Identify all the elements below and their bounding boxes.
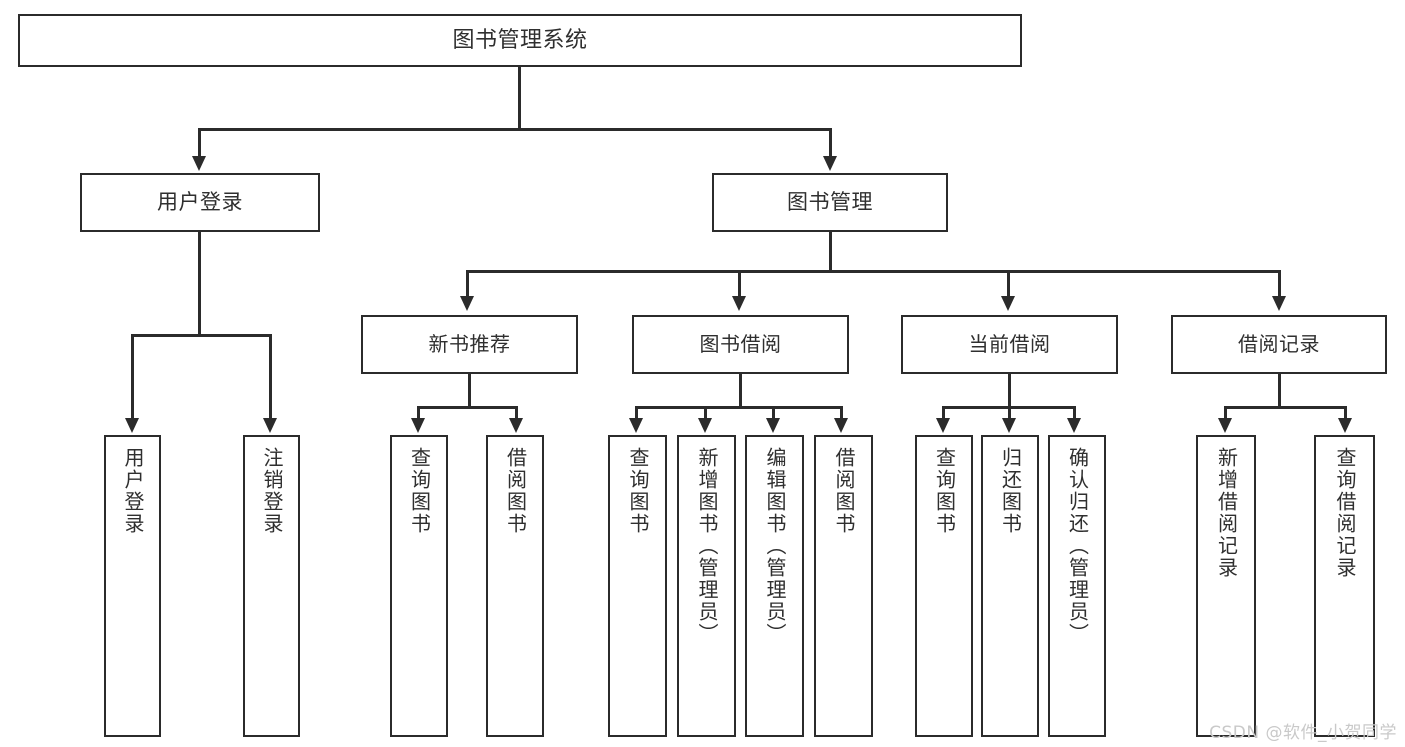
arrowhead-book-borrow xyxy=(732,296,746,311)
connector-bm-drop-2 xyxy=(738,270,741,298)
connector-bookborrow-bus xyxy=(635,406,843,409)
node-label: 借阅记录 xyxy=(1238,332,1320,356)
arrowhead-current-borrow xyxy=(1001,296,1015,311)
arrowhead-bb-add-book xyxy=(698,418,712,433)
connector-curborrow-stem xyxy=(1008,374,1011,408)
connector-nb-drop-1 xyxy=(417,406,420,418)
connector-bookmanage-bus xyxy=(466,270,1281,273)
arrowhead-book-manage xyxy=(823,156,837,171)
connector-br-drop-2 xyxy=(1344,406,1347,418)
leaf-label: 归还图书 xyxy=(998,447,1023,535)
leaf-user-login[interactable]: 用户登录 xyxy=(104,435,161,737)
connector-borrowrec-bus xyxy=(1224,406,1347,409)
leaf-label: 查询借阅记录 xyxy=(1333,447,1357,579)
connector-borrowrec-stem xyxy=(1278,374,1281,408)
node-system-root[interactable]: 图书管理系统 xyxy=(18,14,1022,67)
leaf-borrow-edit-book-admin[interactable]: 编辑图书（管理员） xyxy=(745,435,804,737)
connector-br-drop-1 xyxy=(1224,406,1227,418)
leaf-label: 用户登录 xyxy=(121,447,145,535)
arrowhead-nb-borrow-book xyxy=(509,418,523,433)
leaf-record-query-borrow-record[interactable]: 查询借阅记录 xyxy=(1314,435,1375,737)
connector-bb-drop-4 xyxy=(840,406,843,418)
connector-newbook-stem xyxy=(468,374,471,408)
leaf-label: 编辑图书（管理员） xyxy=(763,447,787,645)
leaf-label: 新增图书（管理员） xyxy=(695,447,719,645)
connector-bm-drop-3 xyxy=(1007,270,1010,298)
connector-userlogin-bus xyxy=(131,334,272,337)
node-label: 新书推荐 xyxy=(428,332,511,356)
node-borrow-record[interactable]: 借阅记录 xyxy=(1171,315,1387,374)
leaf-record-add-borrow-record[interactable]: 新增借阅记录 xyxy=(1196,435,1256,737)
arrowhead-bb-query-book xyxy=(629,418,643,433)
leaf-borrow-add-book-admin[interactable]: 新增图书（管理员） xyxy=(677,435,736,737)
connector-bb-drop-2 xyxy=(704,406,707,418)
connector-cb-drop-1 xyxy=(942,406,945,418)
arrowhead-cb-confirm xyxy=(1067,418,1081,433)
leaf-borrow-borrow-book[interactable]: 借阅图书 xyxy=(814,435,873,737)
leaf-label: 确认归还（管理员） xyxy=(1065,447,1090,645)
leaf-label: 查询图书 xyxy=(626,447,650,535)
leaf-current-query-book[interactable]: 查询图书 xyxy=(915,435,973,737)
node-label: 图书管理 xyxy=(787,190,873,215)
leaf-newbook-borrow-book[interactable]: 借阅图书 xyxy=(486,435,544,737)
connector-userlogin-drop-2 xyxy=(269,334,272,418)
leaf-label: 查询图书 xyxy=(407,447,432,535)
leaf-label: 借阅图书 xyxy=(503,447,528,535)
arrowhead-bb-borrow-book xyxy=(834,418,848,433)
node-book-management[interactable]: 图书管理 xyxy=(712,173,948,232)
connector-bm-drop-4 xyxy=(1278,270,1281,298)
node-book-borrow[interactable]: 图书借阅 xyxy=(632,315,849,374)
leaf-borrow-query-book[interactable]: 查询图书 xyxy=(608,435,667,737)
arrowhead-borrow-record xyxy=(1272,296,1286,311)
arrowhead-br-add-record xyxy=(1218,418,1232,433)
leaf-label: 新增借阅记录 xyxy=(1214,447,1239,579)
arrowhead-cb-return-book xyxy=(1002,418,1016,433)
arrowhead-br-query-record xyxy=(1338,418,1352,433)
node-label: 用户登录 xyxy=(157,190,243,215)
leaf-label: 借阅图书 xyxy=(832,447,856,535)
connector-root-bus xyxy=(198,128,832,131)
connector-root-drop-right xyxy=(829,128,832,158)
connector-userlogin-drop-1 xyxy=(131,334,134,418)
arrowhead-new-book-rec xyxy=(460,296,474,311)
leaf-label: 查询图书 xyxy=(932,447,957,535)
leaf-current-confirm-return-admin[interactable]: 确认归还（管理员） xyxy=(1048,435,1106,737)
arrowhead-leaf-user-logout xyxy=(263,418,277,433)
connector-newbook-bus xyxy=(417,406,518,409)
node-label: 当前借阅 xyxy=(968,332,1051,356)
node-new-book-recommend[interactable]: 新书推荐 xyxy=(361,315,578,374)
arrowhead-nb-query-book xyxy=(411,418,425,433)
arrowhead-bb-edit-book xyxy=(766,418,780,433)
leaf-label: 注销登录 xyxy=(260,447,284,535)
node-current-borrow[interactable]: 当前借阅 xyxy=(901,315,1118,374)
connector-bm-drop-1 xyxy=(466,270,469,298)
connector-bookmanage-stem xyxy=(829,232,832,272)
leaf-newbook-query-book[interactable]: 查询图书 xyxy=(390,435,448,737)
leaf-user-logout[interactable]: 注销登录 xyxy=(243,435,300,737)
csdn-watermark: CSDN @软件_小贺同学 xyxy=(1209,723,1397,743)
connector-userlogin-stem xyxy=(198,232,201,336)
connector-nb-drop-2 xyxy=(515,406,518,418)
node-user-login[interactable]: 用户登录 xyxy=(80,173,320,232)
connector-root-stem xyxy=(518,67,521,130)
connector-root-drop-left xyxy=(198,128,201,158)
node-label: 图书管理系统 xyxy=(452,27,588,53)
arrowhead-user-login xyxy=(192,156,206,171)
leaf-current-return-book[interactable]: 归还图书 xyxy=(981,435,1039,737)
arrowhead-leaf-user-login xyxy=(125,418,139,433)
connector-bookborrow-stem xyxy=(739,374,742,408)
connector-bb-drop-3 xyxy=(772,406,775,418)
connector-cb-drop-2 xyxy=(1008,406,1011,418)
connector-cb-drop-3 xyxy=(1073,406,1076,418)
node-label: 图书借阅 xyxy=(699,332,782,356)
connector-bb-drop-1 xyxy=(635,406,638,418)
arrowhead-cb-query-book xyxy=(936,418,950,433)
